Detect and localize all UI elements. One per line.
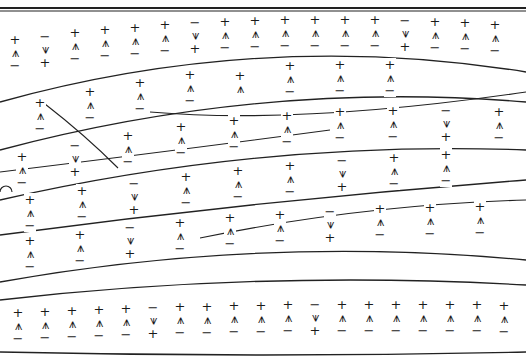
polarity-symbol: + ⩚ − [12, 306, 25, 345]
bed-line [0, 186, 12, 192]
polarity-symbol: + ⩚ − [444, 298, 457, 337]
polarity-symbol: + ⩚ − [429, 15, 442, 54]
polarity-symbol: + ⩚ − [284, 159, 297, 198]
polarity-symbol: + ⩚ − [99, 23, 112, 62]
polarity-symbol: + ⩚ − [334, 58, 347, 97]
polarity-symbol: + ⩚ − [498, 299, 511, 338]
polarity-symbol: + ⩚ − [39, 305, 52, 344]
polarity-symbol: + ⩚ − [284, 59, 297, 98]
polarity-symbol: + ⩚ − [174, 300, 187, 339]
polarity-symbol: + ⩚ − [219, 15, 232, 54]
polarity-symbol: + ⩚ − [34, 96, 47, 135]
polarity-symbol: + ⩚ − [120, 302, 133, 341]
polarity-symbol: + ⩚ − [417, 298, 430, 337]
bed-line [0, 10, 526, 11]
polarity-symbol: + ⩚ − [281, 109, 294, 148]
polarity-symbol: + ⩚ − [69, 26, 82, 65]
polarity-symbol: + ⩚ − [489, 18, 502, 57]
polarity-symbol: + ⩚ − [336, 298, 349, 337]
bed-boundary [0, 352, 526, 355]
polarity-symbol: − ⩛ + [309, 298, 322, 337]
polarity-symbol: + ⩚ − [255, 299, 268, 338]
polarity-symbol: + ⩚ − [390, 298, 403, 337]
polarity-symbol: + ⩚ − [474, 200, 487, 239]
polarity-symbol: + ⩚ − [159, 18, 172, 57]
bed-boundary [0, 7, 526, 9]
polarity-symbol: + ⩚ − [471, 298, 484, 337]
polarity-symbol: + ⩚ − [134, 76, 147, 115]
polarity-symbol: + ⩚ − [184, 68, 197, 107]
polarity-symbol: + ⩚ − [66, 304, 79, 343]
polarity-symbol: − ⩛ + [440, 104, 453, 143]
polarity-symbol: + ⩚ − [309, 13, 322, 52]
polarity-symbol: + ⩚ − [122, 129, 135, 168]
bed-boundary [0, 280, 526, 300]
polarity-symbol: + ⩚ − [16, 150, 29, 189]
polarity-symbol: − ⩛ + [324, 205, 337, 244]
polarity-symbol: + ⩚ − [459, 16, 472, 55]
polarity-symbol: + ⩚ − [339, 13, 352, 52]
polarity-symbol: + ⩚ − [369, 13, 382, 52]
polarity-symbol: − ⩛ + [39, 30, 52, 69]
polarity-symbol: + ⩚ − [175, 120, 188, 159]
polarity-symbol: + ⩚ − [493, 105, 506, 144]
polarity-symbol: + ⩚ − [228, 114, 241, 153]
polarity-symbol: − ⩛ + [399, 14, 412, 53]
polarity-symbol: + ⩚ − [374, 202, 387, 241]
polarity-symbol: + ⩚ − [334, 105, 347, 144]
polarity-symbol: + ⩚ − [74, 228, 87, 267]
polarity-symbol: + ⩚ − [201, 300, 214, 339]
polarity-symbol: − ⩛ + [69, 139, 82, 178]
bed-boundaries [0, 8, 526, 355]
polarity-symbol: + ⩚ − [274, 208, 287, 247]
polarity-symbol: + ⩚ − [249, 14, 262, 53]
polarity-symbol: + ⩚ − [388, 151, 401, 190]
polarity-symbol: + ⩚ − [93, 303, 106, 342]
polarity-symbol: − ⩛ + [189, 16, 202, 55]
polarity-symbol: + ⩚ − [24, 234, 37, 273]
polarity-symbol: − ⩛ + [128, 177, 141, 216]
polarity-symbol: + ⩚ − [174, 216, 187, 255]
polarity-symbol: + ⩚ − [387, 104, 400, 143]
polarity-symbol: + ⩚ − [24, 193, 37, 232]
polarity-symbol: + ⩚ [234, 69, 247, 95]
polarity-symbol: − ⩛ + [147, 301, 160, 340]
polarity-symbol: + ⩚ − [279, 13, 292, 52]
polarity-symbol: + ⩚ − [424, 201, 437, 240]
polarity-symbol: + ⩚ − [129, 21, 142, 60]
polarity-symbol: + ⩚ − [9, 33, 22, 72]
polarity-symbol: + ⩚ − [384, 58, 397, 97]
polarity-symbol: + ⩚ − [180, 170, 193, 209]
polarity-symbol: + ⩚ − [76, 184, 89, 223]
polarity-symbol: + ⩚ − [232, 164, 245, 203]
polarity-symbol: + ⩚ − [224, 211, 237, 250]
polarity-symbol: + ⩚ − [228, 299, 241, 338]
polarity-symbol: + ⩚ − [440, 148, 453, 187]
polarity-symbol: − ⩛ + [336, 154, 349, 193]
polarity-symbol: + ⩚ − [84, 85, 97, 124]
polarity-symbol: + ⩚ − [363, 298, 376, 337]
polarity-symbol: + ⩚ − [282, 298, 295, 337]
polarity-symbol: − ⩛ + [124, 221, 137, 260]
